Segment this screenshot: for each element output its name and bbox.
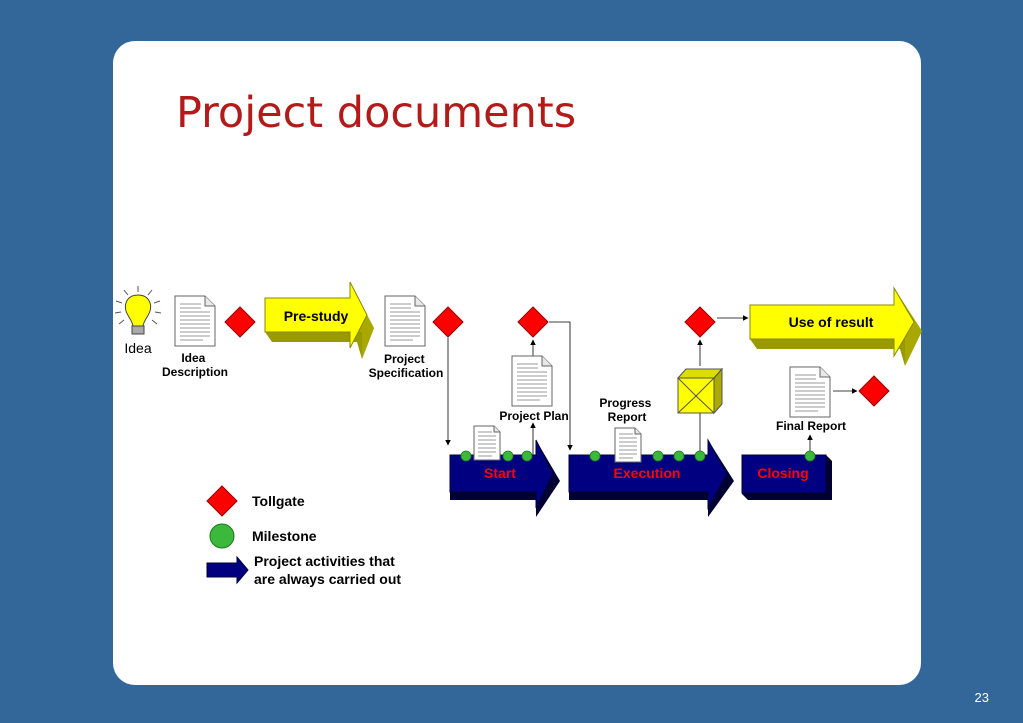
milestone-dot: [502, 450, 514, 462]
legend-tollgate-label: Tollgate: [252, 493, 305, 509]
use-of-result-label: Use of result: [789, 314, 874, 330]
result-package-icon: [676, 367, 724, 415]
idea-description-document-icon: [174, 295, 216, 347]
tollgate-diamond: [224, 306, 256, 338]
execution-phase-arrow: [568, 438, 734, 517]
project-specification-document-icon: [384, 295, 426, 347]
closing-phase-label: Closing: [757, 465, 808, 481]
project-specification-label: Project Specification: [369, 352, 444, 380]
pre-study-label: Pre-study: [284, 308, 349, 324]
idea-label: Idea: [124, 340, 151, 356]
final-report-label: Final Report: [776, 419, 846, 433]
tollgate-diamond: [517, 306, 549, 338]
project-plan-document-icon: [511, 355, 553, 407]
progress-report-label: Progress Report: [599, 396, 654, 424]
milestone-dot: [694, 450, 706, 462]
milestone-dot: [652, 450, 664, 462]
legend-activity-arrow: [206, 555, 249, 585]
start-document-icon: [473, 425, 501, 461]
tollgate-diamond: [858, 375, 890, 407]
start-phase-label: Start: [484, 465, 516, 481]
idea-description-label: Idea Description: [162, 351, 228, 379]
milestone-dot: [673, 450, 685, 462]
legend-milestone-dot: [209, 523, 235, 549]
legend-tollgate-diamond: [206, 485, 238, 517]
project-plan-label: Project Plan: [499, 409, 568, 423]
execution-phase-label: Execution: [614, 465, 681, 481]
milestone-dot: [521, 450, 533, 462]
legend-milestone-label: Milestone: [252, 528, 317, 544]
use-of-result-arrow: [749, 286, 922, 366]
connector-line: [549, 321, 573, 451]
progress-report-document-icon: [614, 427, 642, 463]
closing-phase-box: [741, 454, 832, 500]
tollgate-diamond: [684, 306, 716, 338]
final-report-document-icon: [789, 366, 831, 418]
milestone-dot: [804, 450, 816, 462]
start-milestones: [460, 450, 533, 462]
page-title: Project documents: [176, 88, 577, 138]
milestone-dot: [460, 450, 472, 462]
page-number: 23: [974, 690, 989, 705]
pre-study-arrow: [264, 281, 374, 359]
lightbulb-icon: [114, 286, 162, 335]
legend-activities-label: Project activities that are always carri…: [254, 553, 401, 587]
tollgate-diamond: [432, 306, 464, 338]
milestone-dot: [589, 450, 601, 462]
